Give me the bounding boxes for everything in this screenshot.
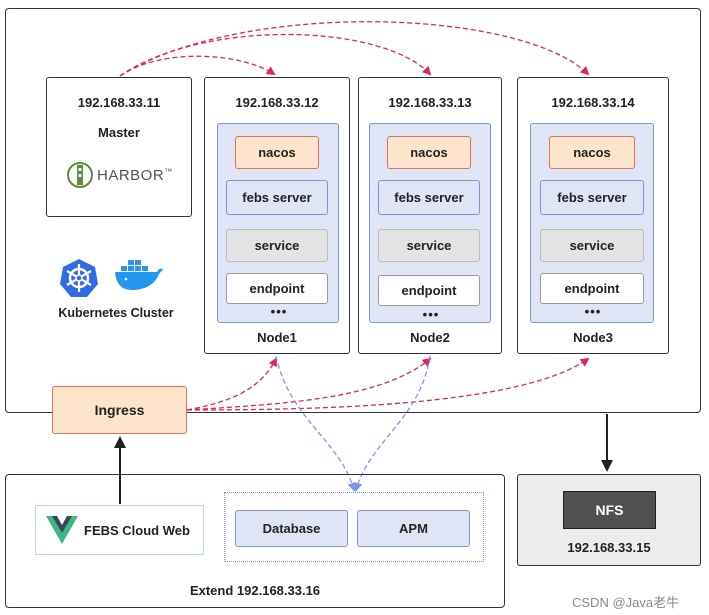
harbor-trademark: ™ [164,166,173,176]
docker-icon [115,260,163,290]
master-role: Master [98,125,140,140]
master-to-node3-arrow [119,21,590,77]
extend-host [5,474,505,608]
master-ip: 192.168.33.11 [77,95,161,110]
nfs-ip: 192.168.33.15 [567,540,651,555]
node2-label: Node2 [410,330,450,345]
node3-ip: 192.168.33.14 [551,95,635,110]
node2-service: service [378,229,480,262]
vue-icon [46,516,78,544]
node1-endpoint: endpoint [226,273,328,304]
febs-cloud-web-box: FEBS Cloud Web [35,505,204,555]
harbor-icon [67,162,93,188]
node2-pod-area: nacos febs server service endpoint ••• [369,123,491,323]
kubernetes-icon [60,259,98,297]
node3-label: Node3 [573,330,613,345]
harbor-logo: HARBOR ™ [67,158,187,192]
node2-nacos-pod: nacos [387,136,471,169]
kubernetes-cluster-frame [5,8,701,413]
node1-febs-server-pod: febs server [226,180,328,215]
node2-endpoint: endpoint [378,275,480,306]
ingress-to-node2-arrow [186,357,432,411]
ingress-box: Ingress [52,386,187,434]
extend-label: Extend 192.168.33.16 [189,583,321,598]
node2-more-indicator: ••• [422,307,440,322]
node3-nacos-pod: nacos [549,136,635,169]
node1-service: service [226,229,328,262]
node3-more-indicator: ••• [584,304,602,319]
node3-pod-area: nacos febs server service endpoint ••• [530,123,654,323]
node2-ip: 192.168.33.13 [388,95,472,110]
harbor-wordmark: HARBOR [97,166,165,184]
febs-cloud-web-label: FEBS Cloud Web [84,522,190,538]
node1-ip: 192.168.33.12 [235,95,319,110]
ingress-to-node3-arrow [186,357,590,411]
nfs-box: NFS [563,491,656,529]
node1-nacos-pod: nacos [235,136,319,169]
apm-box: APM [357,510,470,547]
storage-group [224,492,484,562]
master-host: 192.168.33.11 Master HARBOR ™ [46,77,192,217]
node2-host: 192.168.33.13 nacos febs server service … [358,77,502,354]
node3-febs-server-pod: febs server [540,180,644,215]
node2-febs-server-pod: febs server [378,180,480,215]
node1-pod-area: nacos febs server service endpoint ••• [217,123,339,323]
node3-service: service [540,229,644,262]
node1-to-storage-arrow [275,355,357,492]
node1-label: Node1 [257,330,297,345]
ingress-to-node1-arrow [186,357,277,411]
node1-more-indicator: ••• [270,304,288,319]
database-box: Database [235,510,348,547]
cluster-label: Kubernetes Cluster [58,306,174,320]
node3-endpoint: endpoint [540,273,644,304]
node1-host: 192.168.33.12 nacos febs server service … [204,77,350,354]
node3-host: 192.168.33.14 nacos febs server service … [517,77,669,354]
watermark: CSDN @Java老牛 [572,595,680,610]
node2-to-storage-arrow [353,355,431,492]
